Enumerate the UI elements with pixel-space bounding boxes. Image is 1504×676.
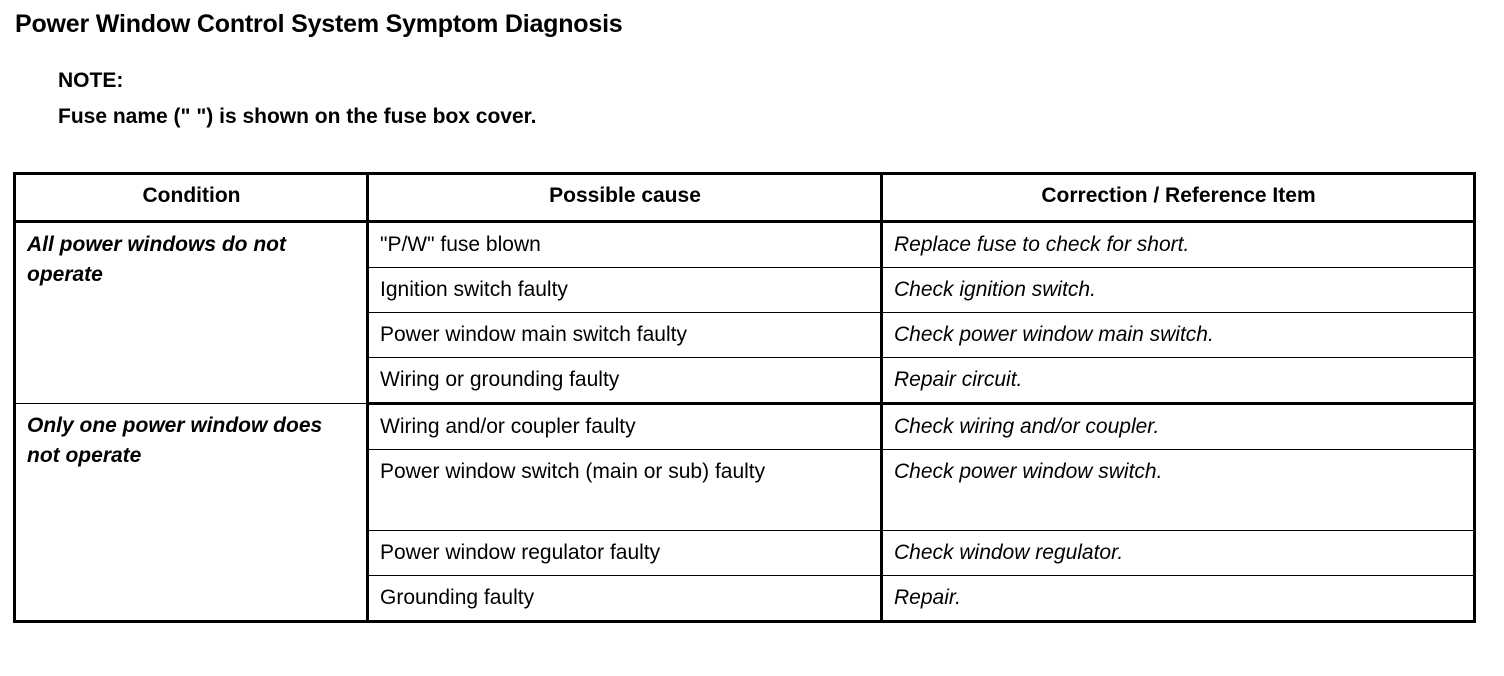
column-header-condition: Condition	[14, 173, 369, 223]
column-header-possible-cause: Possible cause	[367, 173, 883, 223]
table-row: Wiring or grounding faulty Repair circui…	[15, 357, 1475, 405]
table-row: Grounding faulty Repair.	[15, 575, 1475, 623]
condition-cell-group-1: All power windows do not operate	[14, 221, 369, 404]
cause-cell: "P/W" fuse blown	[367, 221, 883, 268]
note-text: Fuse name (" ") is shown on the fuse box…	[58, 105, 537, 128]
correction-cell: Check window regulator.	[881, 530, 1475, 576]
correction-cell: Check ignition switch.	[881, 267, 1475, 313]
table-row: Power window main switch faulty Check po…	[15, 312, 1475, 358]
correction-cell: Check power window main switch.	[881, 312, 1475, 358]
table-row: Ignition switch faulty Check ignition sw…	[15, 267, 1475, 313]
table-header: Condition Possible cause Correction / Re…	[14, 173, 1475, 223]
note-label: NOTE:	[58, 69, 124, 92]
correction-cell: Check power window switch.	[881, 449, 1475, 531]
cause-cell: Grounding faulty	[367, 575, 883, 623]
cause-cell: Wiring or grounding faulty	[367, 357, 883, 405]
symptom-diagnosis-table-wrapper: Condition Possible cause Correction / Re…	[13, 172, 1476, 623]
page-title: Power Window Control System Symptom Diag…	[15, 10, 623, 38]
cause-cell: Wiring and/or coupler faulty	[367, 403, 883, 450]
column-header-correction: Correction / Reference Item	[881, 173, 1475, 223]
table-row: All power windows do not operate "P/W" f…	[14, 221, 1475, 404]
cause-cell: Power window main switch faulty	[367, 312, 883, 358]
condition-cell-group-2: Only one power window does not operate	[14, 403, 369, 622]
correction-cell: Replace fuse to check for short.	[881, 221, 1475, 268]
correction-cell: Repair circuit.	[881, 357, 1475, 405]
note-block: NOTE: Fuse name (" ") is shown on the fu…	[58, 63, 537, 135]
symptom-diagnosis-table: Condition Possible cause Correction / Re…	[13, 172, 1476, 623]
table-row: Only one power window does not operate W…	[14, 403, 1475, 622]
correction-cell: Repair.	[881, 575, 1475, 623]
cause-cell: Power window regulator faulty	[367, 530, 883, 576]
cause-cell: Ignition switch faulty	[367, 267, 883, 313]
table-body: All power windows do not operate "P/W" f…	[14, 221, 1475, 623]
cause-cell: Power window switch (main or sub) faulty	[367, 449, 883, 531]
table-header-row: Condition Possible cause Correction / Re…	[14, 173, 1475, 223]
table-row: Power window switch (main or sub) faulty…	[15, 449, 1475, 531]
correction-cell: Check wiring and/or coupler.	[881, 403, 1475, 450]
table-row: Power window regulator faulty Check wind…	[15, 530, 1475, 576]
